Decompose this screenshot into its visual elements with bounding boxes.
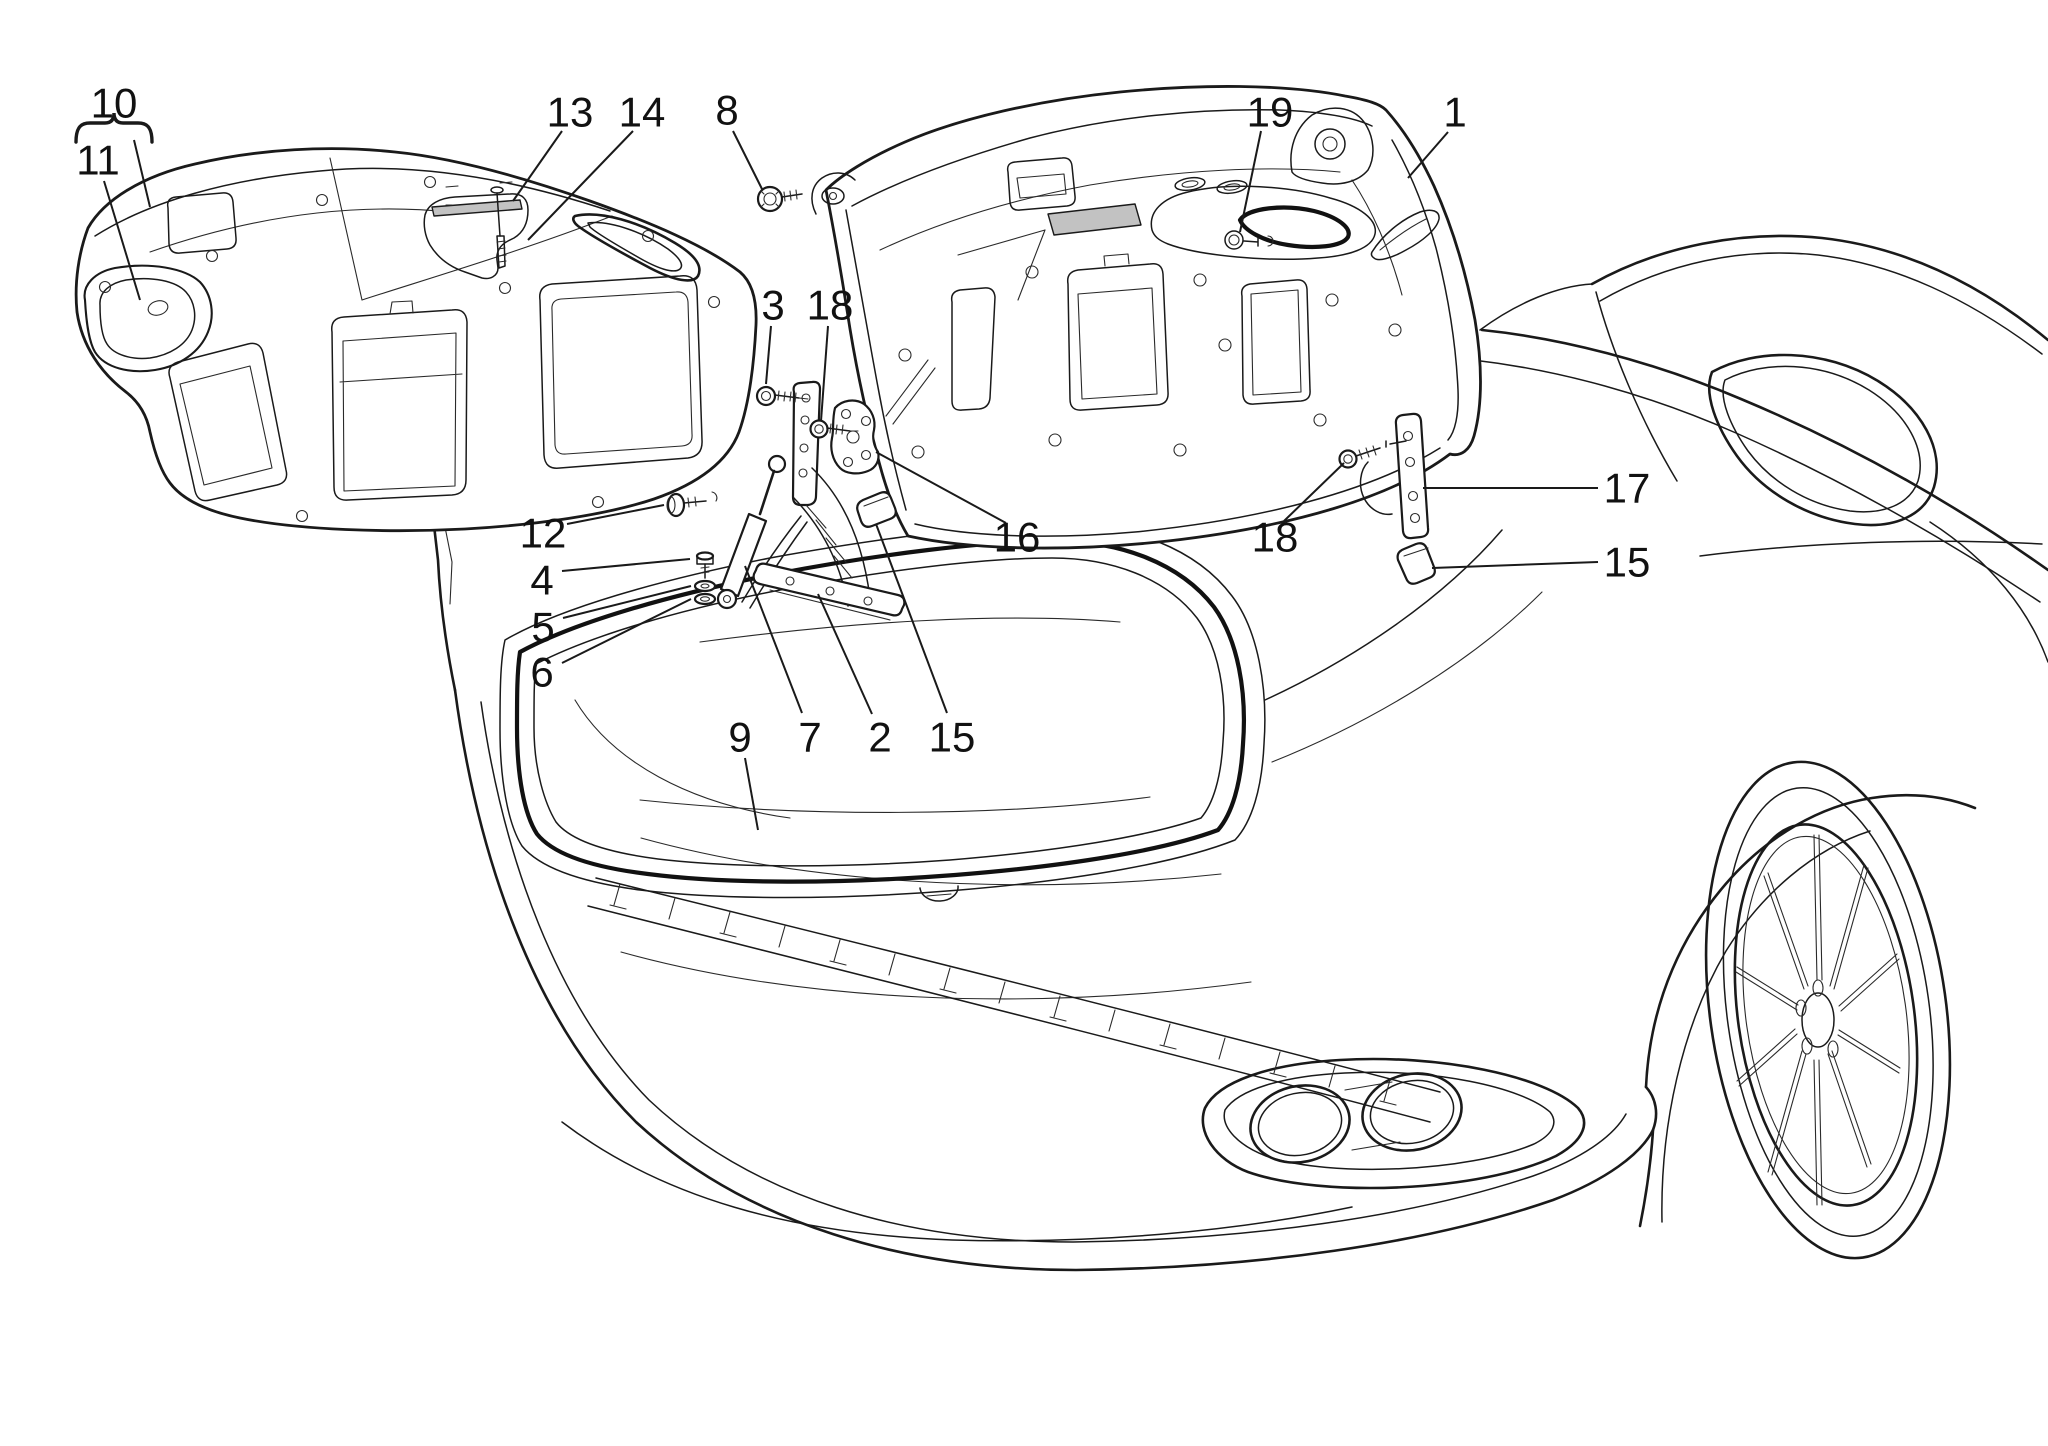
callout-label-19-20: 19 (1247, 89, 1294, 136)
sill-scuff-plate (587, 877, 1441, 1123)
leader-line-19 (1239, 130, 1262, 233)
callout-label-2-1: 2 (868, 714, 891, 761)
callout-label-11-10: 11 (76, 137, 120, 184)
trunk-lid-group (811, 85, 1482, 585)
hinge-assembly (716, 380, 906, 621)
leader-line-7 (744, 565, 803, 714)
leader-line-18 (820, 325, 829, 422)
leader-line-8 (732, 130, 763, 190)
leader-line-9 (744, 757, 759, 831)
liner-holes (98, 175, 721, 523)
bolt-8 (756, 185, 803, 213)
leader-line-18 (1283, 462, 1345, 522)
callout-label-4-3: 4 (530, 557, 553, 604)
trim-panel-group (74, 147, 758, 533)
exhaust-tips (1201, 1057, 1586, 1190)
leader-line-14 (527, 130, 634, 241)
callout-label-15-15: 15 (1604, 539, 1651, 586)
lock-clip (1224, 230, 1274, 250)
callout-label-18-18: 18 (807, 282, 854, 329)
bumper-stop-left (856, 491, 897, 528)
callout-label-8-7: 8 (715, 87, 738, 134)
leader-line-13 (512, 130, 563, 202)
callout-label-15-14: 15 (929, 714, 976, 761)
callout-label-7-6: 7 (798, 714, 821, 761)
callout-label-17-17: 17 (1604, 465, 1651, 512)
callout-label-1-0: 1 (1443, 89, 1466, 136)
callout-label-18-19: 18 (1252, 514, 1299, 561)
grouping-brace (74, 112, 154, 144)
lid-bolt-holes (898, 265, 1402, 459)
bolt-18-left (809, 419, 859, 439)
gas-strut (716, 454, 787, 610)
bolt-3 (755, 385, 809, 407)
leader-line-15 (1431, 561, 1599, 569)
leader-line-6 (561, 598, 692, 664)
leader-line-5 (562, 585, 692, 619)
striker-plate (1359, 412, 1430, 540)
leader-line-11 (103, 180, 141, 301)
callout-label-9-8: 9 (728, 714, 751, 761)
leader-line-3 (765, 325, 772, 385)
leader-line-10 (133, 139, 151, 208)
fasteners-group (666, 185, 1381, 606)
bolt-4-washers (693, 551, 717, 606)
callout-label-13-12: 13 (547, 89, 594, 136)
leader-line-4 (561, 558, 691, 572)
callout-label-12-11: 12 (520, 510, 567, 557)
wheel-spokes (1735, 834, 1901, 1206)
callout-label-3-2: 3 (761, 282, 784, 329)
leader-line-15 (875, 523, 948, 714)
leader-line-12 (566, 504, 665, 525)
handle-cup (83, 264, 213, 373)
bumper-stop-right (1396, 542, 1436, 585)
wheel-rim (1733, 823, 1919, 1207)
leader-line-16 (875, 451, 1007, 524)
callout-label-16-16: 16 (994, 514, 1041, 561)
callout-label-5-4: 5 (531, 604, 554, 651)
screw-14 (490, 186, 507, 269)
callout-label-6-5: 6 (530, 649, 553, 696)
seal-gasket (514, 538, 1247, 884)
push-pin-12 (666, 491, 718, 518)
leader-line-1 (1407, 131, 1449, 179)
leader-line-2 (817, 593, 873, 715)
callout-label-14-13: 14 (619, 89, 666, 136)
